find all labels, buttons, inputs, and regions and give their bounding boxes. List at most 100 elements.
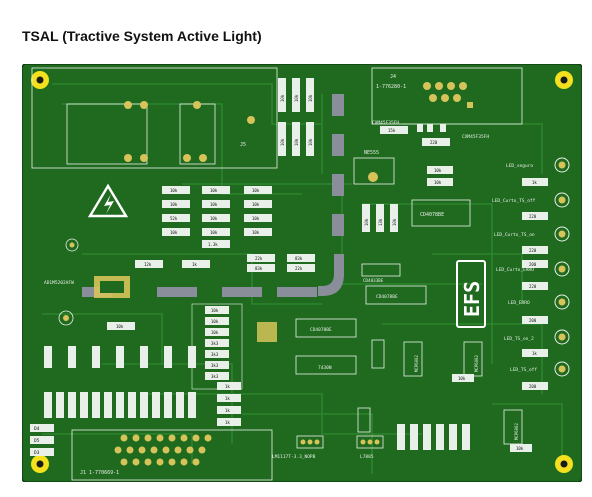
connector-j4: J4 1-776280-1 CXM45F35FH CXM45F35FH [371, 67, 523, 140]
svg-text:EFS: EFS [460, 281, 484, 317]
svg-text:10k: 10k [170, 230, 178, 235]
svg-text:J1 1-770669-1: J1 1-770669-1 [80, 470, 119, 476]
svg-text:3k3: 3k3 [211, 341, 219, 346]
svg-text:1k: 1k [225, 396, 230, 401]
svg-text:D4: D4 [34, 426, 40, 432]
svg-text:10k: 10k [170, 188, 178, 193]
svg-text:CD4078BE: CD4078BE [376, 294, 398, 300]
mounting-holes [31, 71, 573, 473]
svg-text:1k: 1k [225, 384, 230, 389]
resistor-mid: 22k 83k 83k 22k 12k 1k [135, 254, 315, 272]
svg-text:3k3: 3k3 [211, 363, 219, 368]
svg-text:10k: 10k [252, 188, 260, 193]
svg-text:3k3: 3k3 [211, 352, 219, 357]
efs-logo: EFS [456, 260, 486, 328]
svg-text:7430N: 7430N [318, 365, 332, 371]
pcb-render: J5 J4 1-776280-1 CXM45F35FH CXM45F35FH 1… [22, 64, 582, 482]
led-label-6: LED_TS_off [510, 367, 537, 373]
led-label-5: LED_TS_on_2 [504, 336, 534, 342]
svg-text:MCP6002: MCP6002 [474, 355, 479, 372]
diode-labels: D4 D5 D3 [30, 424, 54, 456]
svg-text:LM1117T-3.3_NOPB: LM1117T-3.3_NOPB [272, 454, 316, 460]
svg-text:22k: 22k [255, 256, 263, 261]
svg-text:D3: D3 [34, 450, 40, 456]
resistor-small: 1k 1k 1k 1k [217, 382, 241, 426]
svg-text:10k: 10k [252, 216, 260, 221]
svg-text:220: 220 [529, 284, 537, 289]
ic-cd4078be-1: CD4078BE [411, 199, 471, 227]
svg-text:1k: 1k [532, 180, 537, 185]
svg-text:AD1M5202AFW: AD1M5202AFW [44, 280, 74, 286]
svg-text:10k: 10k [210, 202, 218, 207]
svg-text:22k: 22k [295, 266, 303, 271]
svg-text:CD4078BE: CD4078BE [310, 327, 332, 333]
svg-text:10k: 10k [308, 94, 313, 102]
svg-text:10k: 10k [280, 94, 285, 102]
led-label-2: LED_Curto_TS_on [494, 232, 535, 238]
ic-center: CD4078BE 7430N CD4078BE CD4033BE [257, 263, 427, 375]
ic-ad: AD1M5202AFW 10k [44, 238, 135, 330]
svg-text:CD4078BE: CD4078BE [420, 212, 444, 218]
svg-text:10k: 10k [294, 138, 299, 146]
svg-text:10k: 10k [458, 376, 466, 381]
connector-j5: J5 [31, 67, 278, 169]
led-column: LED_seguro 1k LED_Curto_TS_off 220 LED_C… [492, 157, 570, 390]
keepout-zones [82, 94, 344, 297]
svg-text:1.3k: 1.3k [208, 242, 218, 247]
resistor-side-row [44, 346, 196, 368]
label-cz: CXM45F35FH [372, 120, 399, 126]
svg-text:10k: 10k [210, 216, 218, 221]
svg-text:83k: 83k [255, 266, 263, 271]
ic-mcp: MCP6002 MCP6002 MCP6002 10k 10k [403, 341, 532, 452]
svg-text:15k: 15k [388, 128, 396, 133]
svg-text:10k: 10k [308, 138, 313, 146]
svg-text:220: 220 [529, 248, 537, 253]
svg-text:83k: 83k [295, 256, 303, 261]
label-cz2: CXM45F35FH [462, 134, 489, 140]
svg-text:200: 200 [529, 318, 537, 323]
svg-text:MCP6002: MCP6002 [414, 355, 419, 372]
resistor-cluster: 10k 10k 10k 10k 10k 10k 52k 10k 10k 10k … [162, 186, 272, 248]
connector-j1: J1 1-770669-1 [71, 429, 273, 481]
regulators: LM1117T-3.3_NOPB L7805 [272, 407, 384, 460]
svg-text:CD4033BE: CD4033BE [363, 278, 384, 283]
led-label-4: LED_ERRO [508, 300, 530, 306]
resistor-column-top: 10k 10k 10k 10k 10k 10k [278, 78, 314, 156]
svg-text:10k: 10k [392, 218, 397, 226]
svg-text:220: 220 [529, 214, 537, 219]
svg-text:3k3: 3k3 [211, 374, 219, 379]
svg-text:10k: 10k [364, 218, 369, 226]
label-j4: J4 [390, 74, 396, 80]
svg-text:MCP6002: MCP6002 [514, 423, 519, 440]
svg-text:1k: 1k [192, 262, 197, 267]
svg-text:10k: 10k [210, 230, 218, 235]
resistor-left-block: 10k 10k 10k 3k3 3k3 3k3 3k3 [191, 303, 243, 390]
high-voltage-icon [87, 183, 129, 218]
svg-text:10k: 10k [516, 446, 524, 451]
pcb-board [22, 64, 582, 482]
label-j4-part: 1-776280-1 [376, 84, 406, 90]
led-label-0: LED_seguro [506, 163, 533, 169]
svg-text:10k: 10k [170, 202, 178, 207]
svg-text:10k: 10k [434, 180, 442, 185]
resistor-bottom-row [44, 392, 196, 418]
svg-text:13k: 13k [378, 218, 383, 226]
led-label-3: LED_Curto_ERRO [496, 267, 534, 273]
led-label-1: LED_Curto_TS_off [492, 198, 536, 204]
svg-text:200: 200 [529, 262, 537, 267]
svg-text:10k: 10k [280, 138, 285, 146]
svg-text:12k: 12k [144, 262, 152, 267]
svg-text:L7805: L7805 [360, 454, 374, 460]
svg-text:10k: 10k [252, 202, 260, 207]
svg-text:1k: 1k [532, 351, 537, 356]
svg-text:10k: 10k [116, 324, 124, 329]
label-j5: J5 [240, 142, 246, 148]
label-ne555: NE555 [364, 150, 379, 156]
svg-text:52k: 52k [170, 216, 178, 221]
svg-text:10k: 10k [211, 308, 219, 313]
svg-text:1k: 1k [225, 408, 230, 413]
svg-text:D5: D5 [34, 438, 40, 444]
svg-text:10k: 10k [294, 94, 299, 102]
svg-text:10k: 10k [210, 188, 218, 193]
svg-text:10k: 10k [211, 330, 219, 335]
